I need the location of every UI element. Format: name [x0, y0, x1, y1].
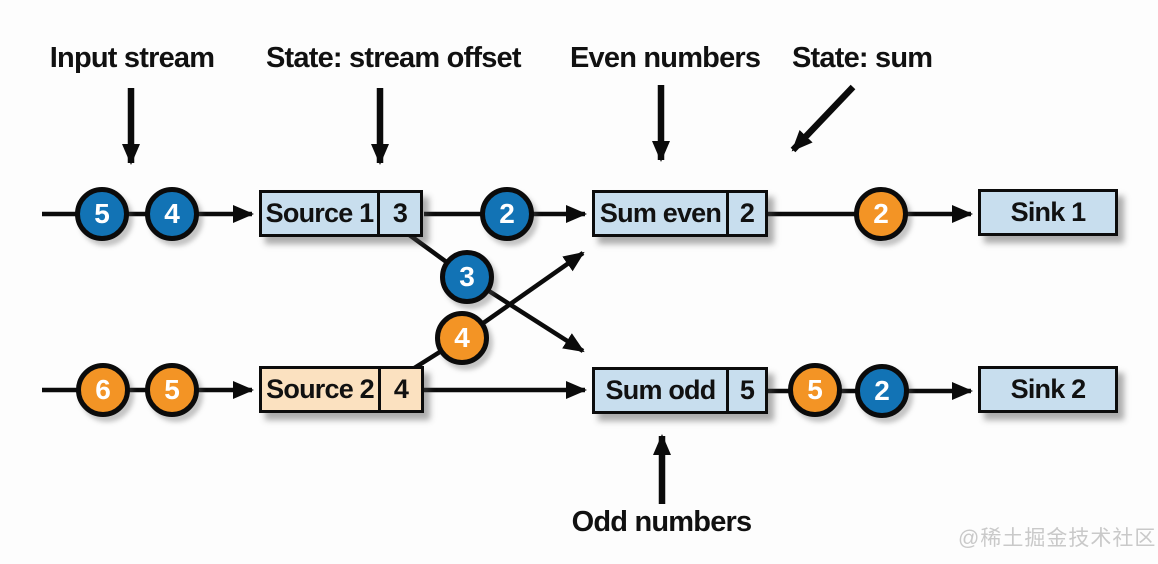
token-value: 5: [807, 374, 823, 405]
token-stream1-out-2: 2: [854, 187, 908, 241]
label-even-numbers: Even numbers: [570, 42, 761, 74]
node-source2-state: 4: [378, 369, 421, 410]
label-odd-numbers: Odd numbers: [571, 506, 753, 538]
label-state-stream-offset: State: stream offset: [266, 42, 522, 74]
node-source1-label: Source 1: [265, 198, 374, 228]
label-input-stream: Input stream: [49, 42, 215, 74]
node-sum-odd-label: Sum odd: [605, 375, 717, 405]
node-sum-even-state: 2: [726, 193, 765, 234]
token-value: 4: [164, 198, 180, 229]
token-stream2-out-5: 5: [788, 363, 842, 417]
token-stream2-out-2: 2: [855, 364, 909, 418]
node-source1-state: 3: [377, 193, 420, 234]
token-stream2-in-5: 5: [145, 363, 199, 417]
token-stream1-mid-2: 2: [480, 187, 534, 241]
token-cross-3: 3: [440, 250, 494, 304]
node-source2-label: Source 2: [266, 374, 374, 404]
node-sink2: Sink 2: [978, 366, 1118, 413]
node-sum-even: Sum even 2: [592, 190, 768, 237]
label-state-sum: State: sum: [792, 42, 933, 74]
token-value: 2: [873, 198, 889, 229]
node-sink1: Sink 1: [978, 189, 1118, 236]
token-value: 6: [95, 374, 111, 405]
token-value: 5: [94, 198, 110, 229]
token-value: 2: [499, 198, 515, 229]
node-sum-odd: Sum odd 5: [592, 367, 768, 414]
token-value: 2: [874, 375, 890, 406]
node-sink2-label: Sink 2: [1010, 374, 1087, 404]
token-value: 5: [164, 374, 180, 405]
node-sink1-label: Sink 1: [1010, 197, 1087, 227]
token-stream1-in-5: 5: [75, 187, 129, 241]
token-value: 3: [459, 261, 475, 292]
arrow-state-sum: [790, 84, 856, 153]
node-sum-even-label: Sum even: [599, 198, 722, 228]
token-value: 4: [454, 322, 470, 353]
node-source1: Source 1 3: [259, 190, 423, 237]
token-stream1-in-4: 4: [145, 187, 199, 241]
watermark: @稀土掘金技术社区: [958, 527, 1157, 550]
token-stream2-in-6: 6: [76, 363, 130, 417]
node-sum-odd-state: 5: [726, 370, 765, 411]
node-source2: Source 2 4: [259, 366, 424, 413]
token-cross-4: 4: [435, 311, 489, 365]
